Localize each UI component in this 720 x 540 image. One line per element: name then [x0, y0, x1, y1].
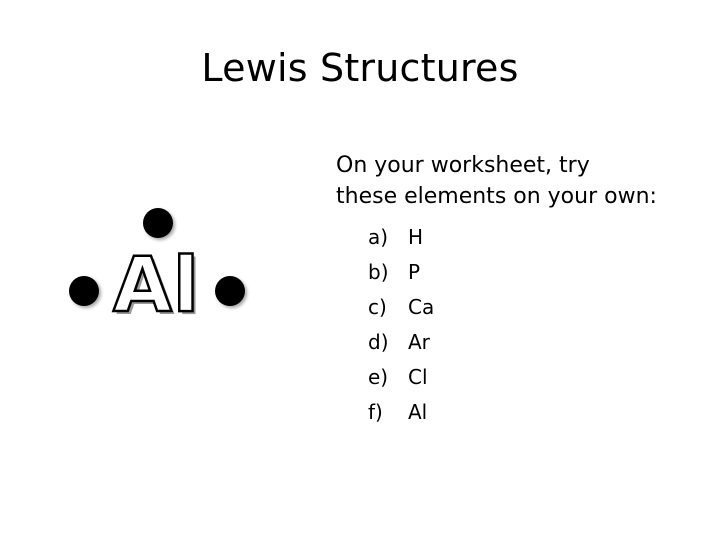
list-item: b) P: [368, 257, 434, 292]
item-letter: d): [368, 330, 389, 354]
item-letter: b): [368, 260, 389, 284]
item-letter: c): [368, 295, 387, 319]
item-element: H: [408, 225, 424, 249]
item-element: P: [408, 260, 421, 284]
element-symbol: Al: [112, 240, 200, 329]
item-letter: f): [368, 400, 383, 424]
item-element: Ca: [408, 295, 435, 319]
instruction-text: On your worksheet, try these elements on…: [336, 150, 696, 212]
item-letter: a): [368, 225, 389, 249]
list-item: e) Cl: [368, 362, 434, 397]
item-element: Al: [408, 400, 428, 424]
instruction-line-1: On your worksheet, try: [336, 153, 590, 178]
instruction-line-2: these elements on your own:: [336, 184, 657, 209]
lewis-dot-diagram: Al: [60, 200, 270, 340]
electron-dot-icon-top: [143, 208, 173, 238]
item-element: Ar: [408, 330, 430, 354]
list-item: d) Ar: [368, 327, 434, 362]
element-list: a) H b) P c) Ca d) Ar e) Cl f) Al: [368, 222, 434, 432]
electron-dot-icon-right: [215, 276, 245, 306]
list-item: a) H: [368, 222, 434, 257]
item-letter: e): [368, 365, 389, 389]
electron-dot-icon-left: [69, 276, 99, 306]
list-item: f) Al: [368, 397, 434, 432]
item-element: Cl: [408, 365, 428, 389]
slide-title: Lewis Structures: [201, 46, 519, 90]
list-item: c) Ca: [368, 292, 434, 327]
